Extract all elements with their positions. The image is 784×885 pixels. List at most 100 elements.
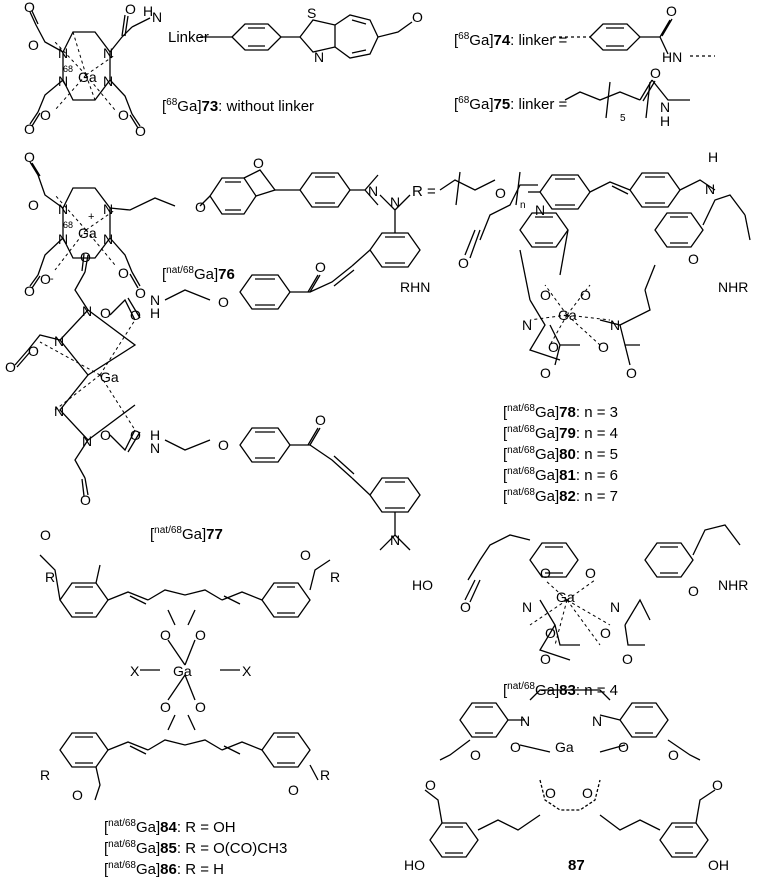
- atom-Ga: Ga: [78, 69, 97, 85]
- atom-O: O: [412, 9, 423, 25]
- atom-O: O: [540, 287, 551, 303]
- atom-Ga: Ga: [556, 589, 575, 605]
- label-86: [nat/68Ga]86: R = H: [104, 860, 224, 878]
- label-80: [nat/68Ga]80: n = 5: [503, 445, 618, 463]
- atom-Ga: Ga: [78, 225, 97, 241]
- atom-O: O: [160, 699, 171, 715]
- atom-N: N: [592, 713, 602, 729]
- label-81: [nat/68Ga]81: n = 6: [503, 466, 618, 484]
- atom-O: O: [130, 307, 141, 323]
- atom-HO: HO: [412, 577, 433, 593]
- linker-74: [553, 18, 715, 57]
- atom-O: O: [28, 343, 39, 359]
- atom-R: R: [320, 767, 330, 783]
- label-73: [68Ga]73: without linker: [162, 97, 315, 115]
- atom-N: N: [368, 183, 378, 199]
- label-84: [nat/68Ga]84: R = OH: [104, 818, 236, 836]
- structure-73: [29, 10, 413, 129]
- atom-Ga: Ga: [558, 307, 577, 323]
- linker-75: [564, 79, 690, 119]
- atom-O: O: [288, 782, 299, 798]
- atom-O: O: [460, 599, 471, 615]
- atom-S: S: [307, 5, 316, 21]
- atom-N: N: [150, 440, 160, 456]
- atom-O: O: [300, 547, 311, 563]
- atom-O: O: [626, 365, 637, 381]
- atom-plus: +: [88, 211, 94, 223]
- structure-77: [14, 194, 421, 551]
- atom-O: O: [425, 777, 436, 793]
- atom-O: O: [600, 625, 611, 641]
- atom-Ga: Ga: [100, 369, 119, 385]
- atom-O: O: [24, 121, 35, 137]
- atom-H: H: [150, 427, 160, 443]
- atom-O: O: [470, 747, 481, 763]
- label-78: [nat/68Ga]78: n = 3: [503, 403, 618, 421]
- atom-O: O: [40, 107, 51, 123]
- atom-N: N: [535, 202, 545, 218]
- label-83: [nat/68Ga]83: n = 4: [503, 681, 618, 699]
- atom-Ga: Ga: [555, 739, 574, 755]
- label-77: [nat/68Ga]77: [150, 525, 223, 543]
- atom-O: O: [540, 651, 551, 667]
- atom-X: X: [242, 663, 252, 679]
- atom-N: N: [152, 9, 162, 25]
- atom-O: O: [28, 37, 39, 53]
- atom-O: O: [135, 123, 146, 139]
- atom-N: N: [705, 181, 715, 197]
- atom-R: R: [40, 767, 50, 783]
- atom-HO: HO: [404, 857, 425, 873]
- atom-O: O: [28, 197, 39, 213]
- atom-n: n: [520, 200, 526, 211]
- atom-O: O: [650, 65, 661, 81]
- atom-labels: N N N N Ga 68 O O O O O O O H N Linker S…: [5, 0, 748, 873]
- atom-R: R: [45, 569, 55, 585]
- atom-N: N: [58, 201, 68, 217]
- atom-N: N: [314, 49, 324, 65]
- atom-O: O: [40, 271, 51, 287]
- atom-N: N: [103, 201, 113, 217]
- atom-O: O: [315, 259, 326, 275]
- atom-O: O: [24, 283, 35, 299]
- atom-O: O: [545, 785, 556, 801]
- atom-O: O: [548, 339, 559, 355]
- r-group-pyridyl: [439, 171, 716, 210]
- atom-N: N: [150, 292, 160, 308]
- atom-iso: 68: [63, 220, 73, 230]
- atom-N: N: [103, 45, 113, 61]
- atom-O: O: [195, 199, 206, 215]
- atom-HN: HN: [662, 49, 682, 65]
- structure-87: [424, 689, 716, 858]
- atom-O: O: [40, 527, 51, 543]
- atom-O: O: [495, 185, 506, 201]
- atom-NHR: NHR: [718, 279, 748, 295]
- label-79: [nat/68Ga]79: n = 4: [503, 424, 618, 442]
- atom-N: N: [390, 532, 400, 548]
- label-75: [68Ga]75: linker =: [454, 95, 568, 113]
- atom-O: O: [118, 107, 129, 123]
- atom-N: N: [58, 73, 68, 89]
- atom-O: O: [315, 412, 326, 428]
- atom-O: O: [712, 777, 723, 793]
- atom-N: N: [54, 403, 64, 419]
- atom-O: O: [5, 359, 16, 375]
- atom-O: O: [125, 1, 136, 17]
- atom-H: H: [143, 3, 153, 19]
- atom-O: O: [130, 427, 141, 443]
- atom-O: O: [218, 294, 229, 310]
- atom-N: N: [610, 599, 620, 615]
- atom-X: X: [130, 663, 140, 679]
- atom-N: N: [390, 194, 400, 210]
- atom-O: O: [582, 785, 593, 801]
- atom-R-eq: R =: [412, 183, 436, 200]
- label-87: 87: [568, 857, 585, 874]
- atom-O: O: [218, 437, 229, 453]
- atom-linker: Linker: [168, 29, 209, 46]
- atom-RHN: RHN: [400, 279, 430, 295]
- atom-N: N: [520, 713, 530, 729]
- atom-H: H: [150, 305, 160, 321]
- atom-N: N: [660, 99, 670, 115]
- atom-O: O: [622, 651, 633, 667]
- structure-84-86: [39, 554, 331, 801]
